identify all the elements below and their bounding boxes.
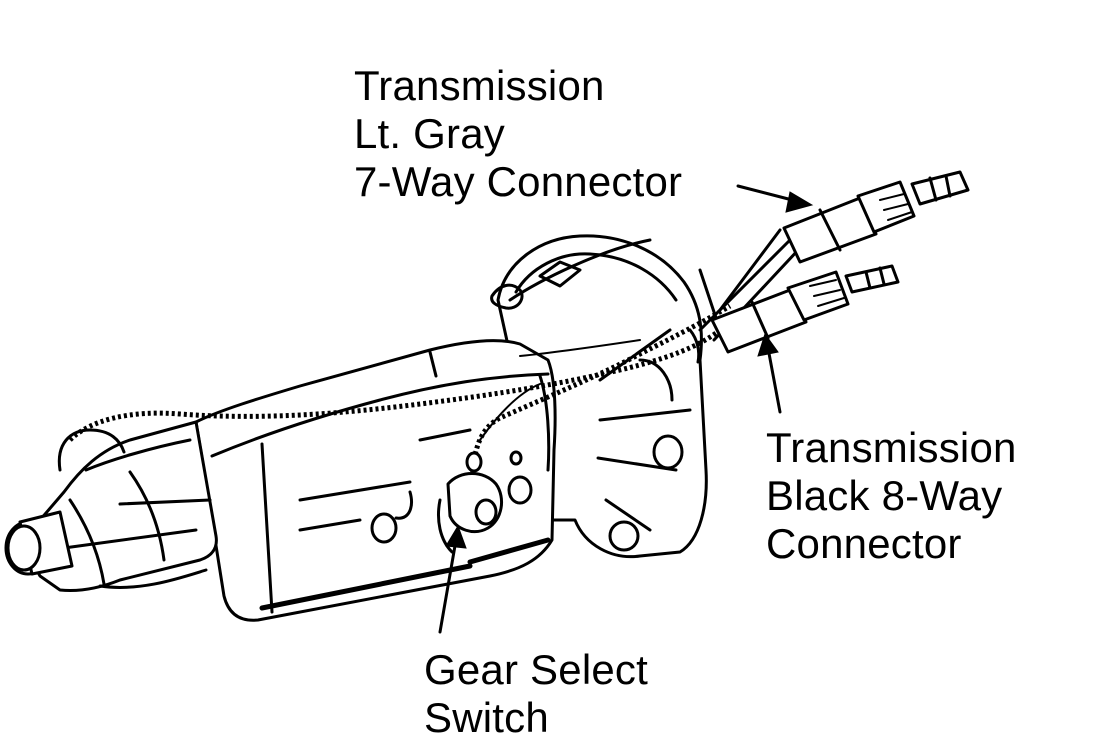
arrow-to-black-connector (757, 332, 782, 414)
gray-connector-callout-line-3: 7-Way Connector (354, 158, 683, 205)
arrow-to-gear-switch (438, 524, 467, 634)
gray-connector-callout-line-1: Transmission (354, 62, 605, 109)
gear-select-switch (437, 451, 504, 554)
transmission-case (194, 339, 557, 622)
gray-7way-connector (782, 170, 970, 264)
arrow-to-gray-connector (736, 184, 814, 213)
extension-housing (4, 420, 218, 592)
gear-select-callout: Gear Select Switch (424, 646, 648, 742)
black-connector-callout: Transmission Black 8-Way Connector (766, 424, 1017, 568)
gear-select-callout-line-2: Switch (424, 694, 549, 741)
black-connector-callout-line-2: Black 8-Way (766, 472, 1003, 519)
gear-select-callout-line-1: Gear Select (424, 646, 648, 693)
gray-connector-callout: Transmission Lt. Gray 7-Way Connector (354, 62, 682, 206)
black-connector-callout-line-3: Connector (766, 520, 962, 567)
wire-harness (68, 228, 802, 479)
black-connector-callout-line-1: Transmission (766, 424, 1017, 471)
black-8way-connector (710, 264, 900, 354)
gray-connector-callout-line-2: Lt. Gray (354, 110, 505, 157)
